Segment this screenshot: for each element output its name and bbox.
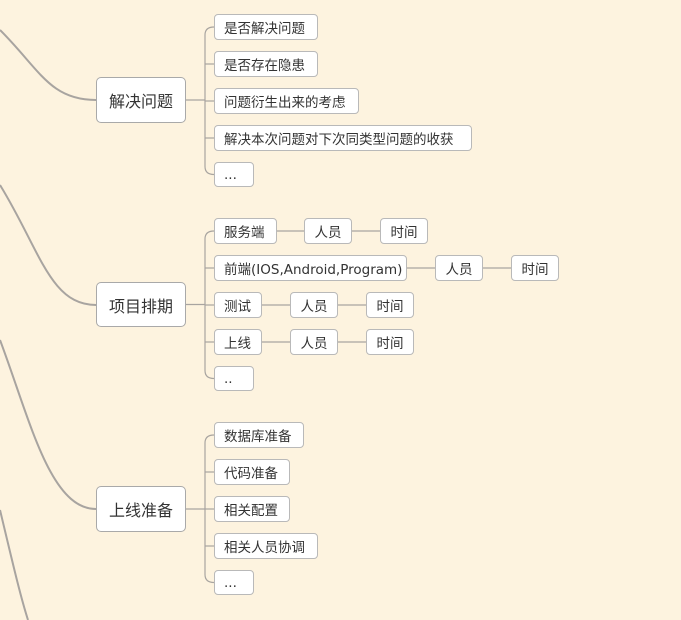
subtopic-more-1[interactable]: ...: [214, 162, 254, 187]
subtopic-server[interactable]: 服务端: [214, 218, 277, 244]
subtopic-solved-check[interactable]: 是否解决问题: [214, 14, 318, 40]
curve-to-topic-launch-prep: [0, 339, 97, 510]
subtopic-code-prep[interactable]: 代码准备: [214, 459, 290, 485]
frontend-time[interactable]: 时间: [511, 255, 559, 281]
topic-solve-problem[interactable]: 解决问题: [96, 77, 186, 123]
launch-time[interactable]: 时间: [366, 329, 414, 355]
subtopic-more-2[interactable]: ..: [214, 366, 254, 391]
subtopic-derived-considerations[interactable]: 问题衍生出来的考虑: [214, 88, 359, 114]
subtopic-config[interactable]: 相关配置: [214, 496, 290, 522]
subtopic-lessons-learned[interactable]: 解决本次问题对下次同类型问题的收获: [214, 125, 472, 151]
subtopic-more-3[interactable]: ...: [214, 570, 254, 595]
curve-to-topic-solve-problem: [0, 29, 97, 101]
launch-people[interactable]: 人员: [290, 329, 338, 355]
server-time[interactable]: 时间: [380, 218, 428, 244]
frontend-people[interactable]: 人员: [435, 255, 483, 281]
subtopic-testing[interactable]: 测试: [214, 292, 262, 318]
subtopic-staff-coordination[interactable]: 相关人员协调: [214, 533, 318, 559]
subtopic-launch[interactable]: 上线: [214, 329, 262, 355]
topic-project-schedule[interactable]: 项目排期: [96, 282, 186, 327]
curve-to-offscreen-topic: [0, 509, 29, 620]
curve-to-topic-project-schedule: [0, 184, 97, 306]
subtopic-frontend[interactable]: 前端(IOS,Android,Program): [214, 255, 407, 281]
topic-launch-prep[interactable]: 上线准备: [96, 486, 186, 532]
subtopic-hidden-risk[interactable]: 是否存在隐患: [214, 51, 318, 77]
subtopic-db-prep[interactable]: 数据库准备: [214, 422, 304, 448]
server-people[interactable]: 人员: [304, 218, 352, 244]
testing-time[interactable]: 时间: [366, 292, 414, 318]
testing-people[interactable]: 人员: [290, 292, 338, 318]
